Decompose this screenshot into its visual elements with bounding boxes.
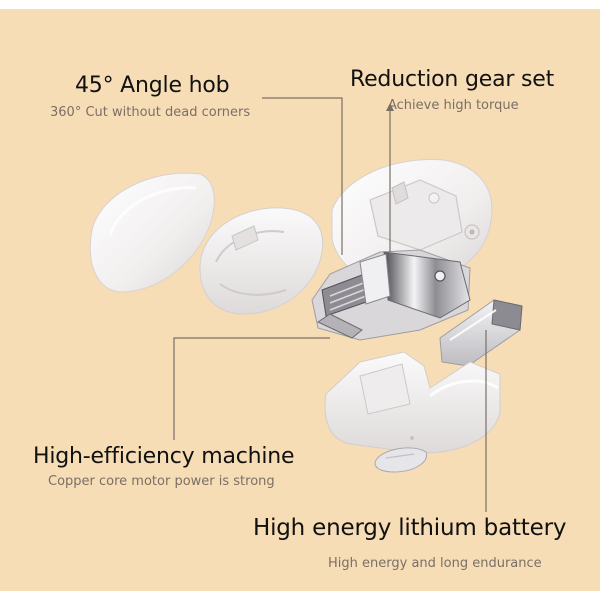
background-panel [0,9,600,591]
leader-line-angle-hob [262,97,343,255]
lower-housing-shell [324,351,501,454]
front-cap-shell [89,172,215,293]
callout-reduction-gear-subtitle: Achieve high torque [388,98,519,113]
callout-battery-subtitle: High energy and long endurance [328,556,542,571]
callout-reduction-gear-title: Reduction gear set [350,67,555,92]
motor-gear-assembly [311,249,471,341]
cutter-cover-shell [199,207,324,315]
arrow-head-reduction-gear [386,103,394,111]
leader-line-machine [173,337,330,440]
callout-battery-title: High energy lithium battery [253,515,567,541]
callout-machine-subtitle: Copper core motor power is strong [48,474,275,489]
callout-machine-title: High-efficiency machine [33,444,295,469]
leader-lines [173,97,487,512]
blade-guard-piece [374,447,428,473]
lithium-battery [439,299,523,367]
callout-angle-hob-title: 45° Angle hob [75,73,230,98]
upper-rear-housing [331,159,493,287]
callout-angle-hob-subtitle: 360° Cut without dead corners [50,105,251,120]
